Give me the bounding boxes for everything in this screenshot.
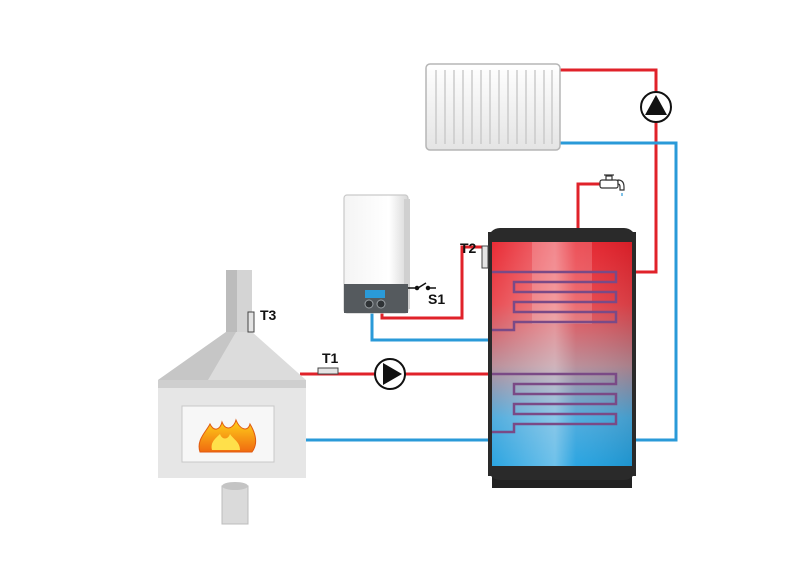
upper-heat-exchanger-coil [492,270,618,332]
circulation-pump-icon [374,358,406,390]
radiator-pump-icon [640,91,672,123]
boiler-return-pipe [370,310,488,342]
radiator-supply-pipe [560,68,658,274]
switch-icon [408,282,436,291]
sensor-t2 [481,245,489,269]
boiler-display [365,290,385,298]
fireplace [158,270,306,525]
water-tap-icon [599,174,625,196]
sensor-t3-label: T3 [260,307,277,323]
sensor-t2-label: T2 [460,240,477,256]
boiler-knob-left [364,299,374,309]
sensor-t1-label: T1 [322,350,339,366]
lower-heat-exchanger-coil [492,372,618,434]
switch-label: S1 [428,291,445,307]
hot-water-tap-pipe [576,182,600,232]
radiator-return-pipe [560,141,678,442]
radiator [425,63,561,151]
boiler-knob-right [376,299,386,309]
sensor-t3 [247,311,255,333]
sensor-t1 [317,367,339,375]
storage-tank [488,228,636,488]
gas-boiler [343,194,410,314]
